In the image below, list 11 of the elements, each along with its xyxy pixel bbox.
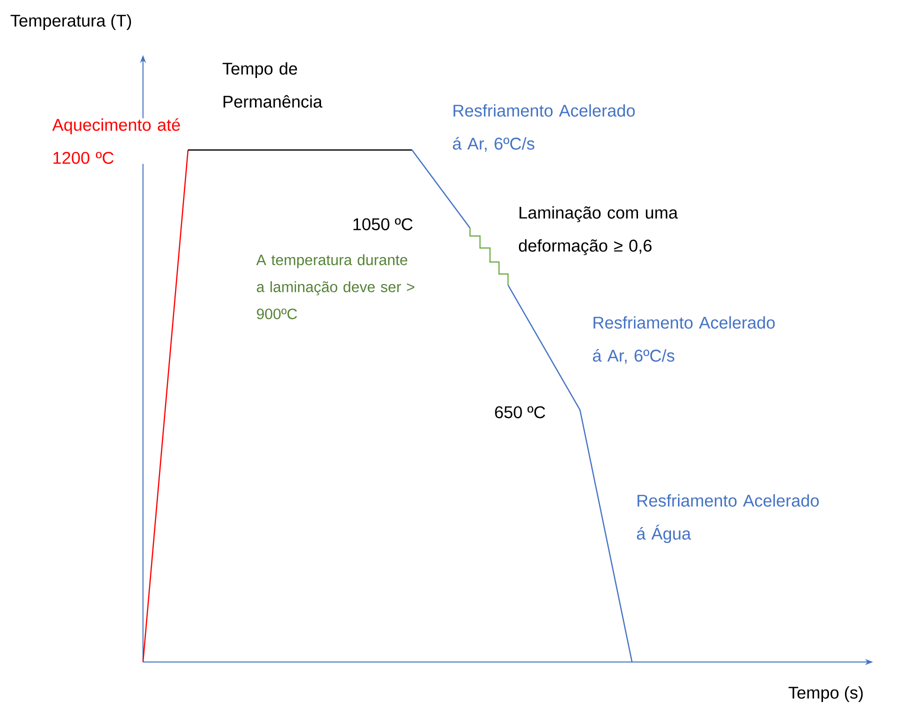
annotation-text: Laminação com uma deformação ≥ 0,6	[518, 206, 678, 256]
temperature-label: 1050 ºC	[354, 218, 413, 230]
note-text: A temperatura durante a laminação deve ser > 900ºC	[256, 254, 414, 320]
temperature-label: 650 ºC	[495, 406, 546, 418]
annotation-text: Aquecimento até 1200 ºC	[52, 118, 182, 164]
annotation-text: Resfriamento Acelerado á Água	[636, 494, 819, 544]
annotation-text: Tempo de Permanência	[222, 62, 322, 108]
annotation-text: Resfriamento Acelerado á Ar, 6ºC/s	[452, 104, 635, 152]
axis-title: Temperatura (T)	[10, 14, 131, 30]
annotation-text: Resfriamento Acelerado á Ar, 6ºC/s	[592, 316, 775, 364]
axis-title: Tempo (s)	[788, 686, 863, 702]
